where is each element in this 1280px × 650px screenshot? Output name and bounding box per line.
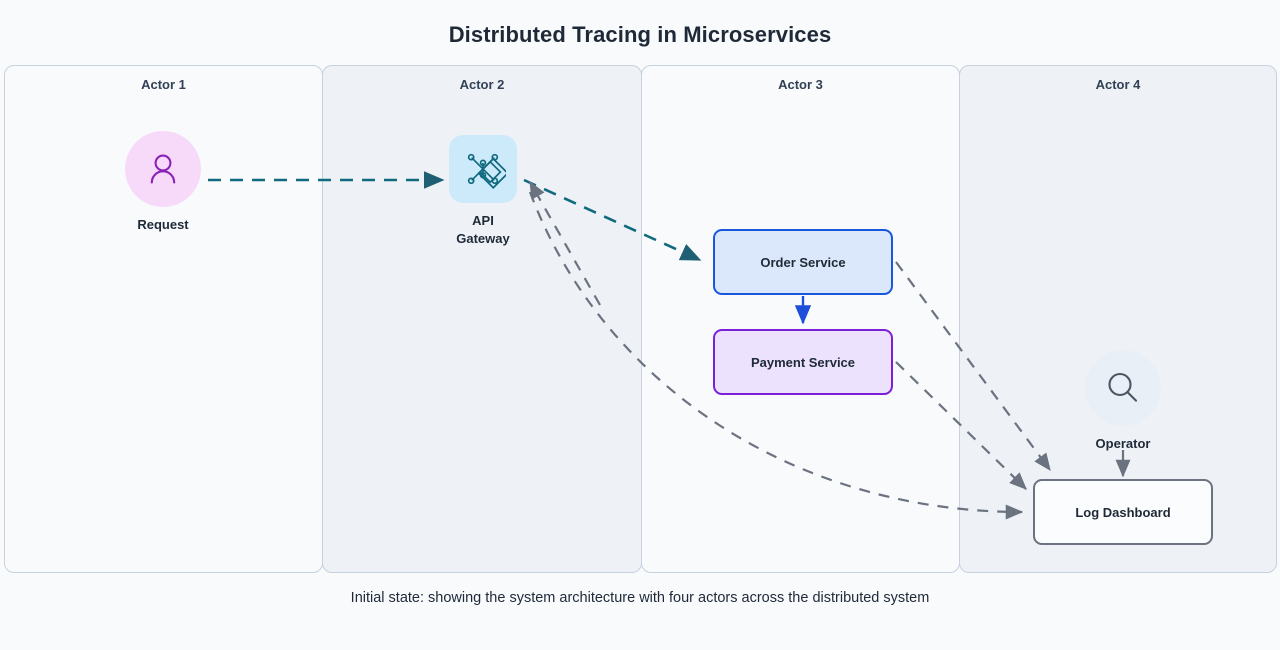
- person-icon: [125, 131, 201, 207]
- swimlane-actor-3: Actor 3: [641, 65, 960, 573]
- node-log-dashboard[interactable]: Log Dashboard: [1033, 479, 1213, 545]
- node-payment-service[interactable]: Payment Service: [713, 329, 893, 395]
- node-api-gateway[interactable]: API Gateway: [425, 135, 541, 247]
- node-request-label: Request: [137, 217, 189, 232]
- node-api-gateway-label: API Gateway: [425, 212, 541, 247]
- page-title: Distributed Tracing in Microservices: [448, 22, 832, 47]
- magnifier-icon: [1085, 350, 1161, 426]
- swimlane-title-actor-4: Actor 4: [1095, 77, 1141, 92]
- node-order-service[interactable]: Order Service: [713, 229, 893, 295]
- swimlane-title-actor-2: Actor 2: [459, 77, 505, 92]
- node-operator-label: Operator: [1095, 436, 1151, 451]
- diagram-caption: Initial state: showing the system archit…: [350, 590, 930, 606]
- swimlane-title-actor-1: Actor 1: [141, 77, 186, 92]
- swimlane-title-actor-3: Actor 3: [778, 77, 823, 92]
- node-api-gateway-label-line1: API: [472, 213, 494, 228]
- network-mesh-icon: [449, 135, 517, 203]
- node-api-gateway-label-line2: Gateway: [456, 230, 510, 246]
- node-request[interactable]: Request: [105, 131, 221, 233]
- node-operator[interactable]: Operator: [1065, 350, 1181, 452]
